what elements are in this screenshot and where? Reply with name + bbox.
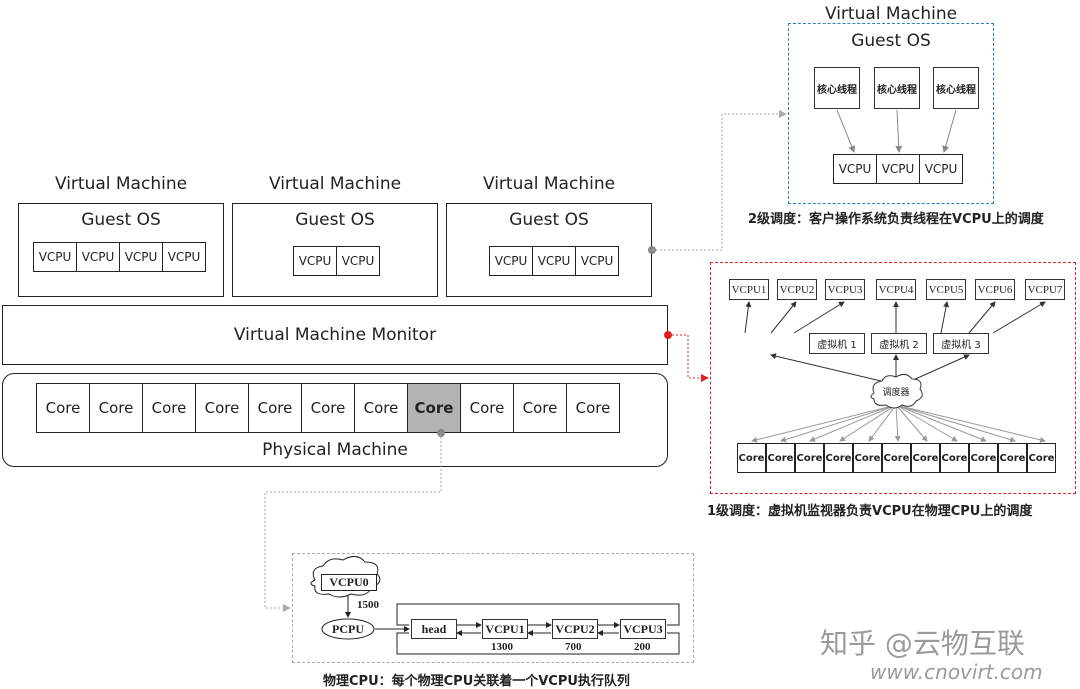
level2-vcpu: VCPU xyxy=(876,154,920,184)
level1-vcpu-box: VCPU5 xyxy=(926,279,966,300)
level2-vcpu: VCPU xyxy=(833,154,877,184)
core: Core xyxy=(36,383,90,433)
queue-node: VCPU2 xyxy=(552,619,598,639)
core: Core xyxy=(566,383,620,433)
vm-2-vcpu: VCPU xyxy=(336,246,380,276)
level1-vm-box: 虚拟机 3 xyxy=(933,333,989,354)
vm-1-guest-os: Guest OS xyxy=(81,210,161,230)
kernel-thread-box: 核心线程 xyxy=(814,67,860,109)
vm-3-vcpu: VCPU xyxy=(489,246,533,276)
watermark-url: www.cnovirt.com xyxy=(870,660,1043,684)
kernel-thread-box: 核心线程 xyxy=(933,67,979,109)
vm-2-box: Guest OS VCPU VCPU xyxy=(232,203,438,297)
queue-node: VCPU3 xyxy=(620,619,666,639)
level1-core: Core xyxy=(940,443,969,473)
kernel-thread-box: 核心线程 xyxy=(874,67,920,109)
vm-3-vcpu: VCPU xyxy=(532,246,576,276)
vm-1-vcpu: VCPU xyxy=(119,242,163,272)
queue-node-value: 200 xyxy=(634,641,651,653)
level1-vcpu-box: VCPU4 xyxy=(876,279,916,300)
level1-vcpu-box: VCPU7 xyxy=(1025,279,1065,300)
level1-core: Core xyxy=(737,443,766,473)
core-highlighted: Core xyxy=(407,383,461,433)
physical-machine-box: Core Core Core Core Core Core Core Core … xyxy=(2,373,668,467)
vcpu0-value: 1500 xyxy=(357,599,379,611)
vm-3-box: Guest OS VCPU VCPU VCPU xyxy=(446,203,652,297)
level1-vcpu-box: VCPU1 xyxy=(729,279,769,300)
level2-box: Guest OS 核心线程 核心线程 核心线程 VCPU VCPU VCPU xyxy=(788,23,994,204)
level1-core: Core xyxy=(1027,443,1056,473)
level1-arrows xyxy=(744,301,1046,443)
vm-2-title: Virtual Machine xyxy=(268,174,402,194)
level1-box: VCPU1 VCPU2 VCPU3 VCPU4 VCPU5 VCPU6 VCPU… xyxy=(710,262,1076,494)
level1-core: Core xyxy=(795,443,824,473)
level2-title: Virtual Machine xyxy=(824,4,958,24)
scheduler-cloud-shape xyxy=(870,373,923,409)
vm-1-vcpu: VCPU xyxy=(76,242,120,272)
physical-machine-label: Physical Machine xyxy=(262,440,408,460)
level1-core: Core xyxy=(969,443,998,473)
queue-node-value: 700 xyxy=(565,641,582,653)
level1-vm-box: 虚拟机 1 xyxy=(809,333,865,354)
level1-core: Core xyxy=(882,443,911,473)
core: Core xyxy=(195,383,249,433)
vmm-box: Virtual Machine Monitor xyxy=(2,305,668,365)
scheduler-label: 调度器 xyxy=(882,388,910,398)
level1-vcpu-box: VCPU3 xyxy=(825,279,865,300)
level1-vcpu-box: VCPU6 xyxy=(975,279,1015,300)
vm-2-guest-os: Guest OS xyxy=(295,210,375,230)
core: Core xyxy=(460,383,514,433)
level2-vcpu: VCPU xyxy=(919,154,963,184)
pcpu-caption: 物理CPU：每个物理CPU关联着一个VCPU执行队列 xyxy=(323,674,630,689)
level1-caption: 1级调度：虚拟机监视器负责VCPU在物理CPU上的调度 xyxy=(707,504,1033,519)
level1-core: Core xyxy=(911,443,940,473)
vm-1-vcpu: VCPU xyxy=(162,242,206,272)
pcpu-queue-box: VCPU0 1500 PCPU head VCPU1 1300 VCPU2 70… xyxy=(292,553,694,663)
vm-3-title: Virtual Machine xyxy=(482,174,616,194)
vcpu0-label: VCPU0 xyxy=(321,574,377,591)
level1-vm-box: 虚拟机 2 xyxy=(871,333,927,354)
level1-core: Core xyxy=(824,443,853,473)
pcpu-shape xyxy=(321,618,375,640)
head-node: head xyxy=(411,619,457,639)
connector-level2 xyxy=(652,110,787,251)
vm-1-box: Guest OS VCPU VCPU VCPU VCPU xyxy=(18,203,224,297)
core: Core xyxy=(248,383,302,433)
vm-3-vcpu: VCPU xyxy=(575,246,619,276)
vm-3-guest-os: Guest OS xyxy=(509,210,589,230)
core: Core xyxy=(89,383,143,433)
pcpu-label: PCPU xyxy=(332,622,364,636)
connector-level1 xyxy=(668,334,709,382)
vmm-label: Virtual Machine Monitor xyxy=(233,325,437,345)
vm-1-title: Virtual Machine xyxy=(54,174,188,194)
core: Core xyxy=(513,383,567,433)
core: Core xyxy=(301,383,355,433)
level2-caption: 2级调度：客户操作系统负责线程在VCPU上的调度 xyxy=(748,212,1044,227)
level1-core: Core xyxy=(998,443,1027,473)
level2-arrows xyxy=(836,109,957,153)
watermark-text: 知乎 @云物互联 xyxy=(820,627,1025,660)
queue-node: VCPU1 xyxy=(482,619,528,639)
level1-core: Core xyxy=(766,443,795,473)
queue-node-value: 1300 xyxy=(491,641,513,653)
level1-core: Core xyxy=(853,443,882,473)
level1-vcpu-box: VCPU2 xyxy=(777,279,817,300)
vm-2-vcpu: VCPU xyxy=(293,246,337,276)
level2-guest-os: Guest OS xyxy=(851,31,931,51)
